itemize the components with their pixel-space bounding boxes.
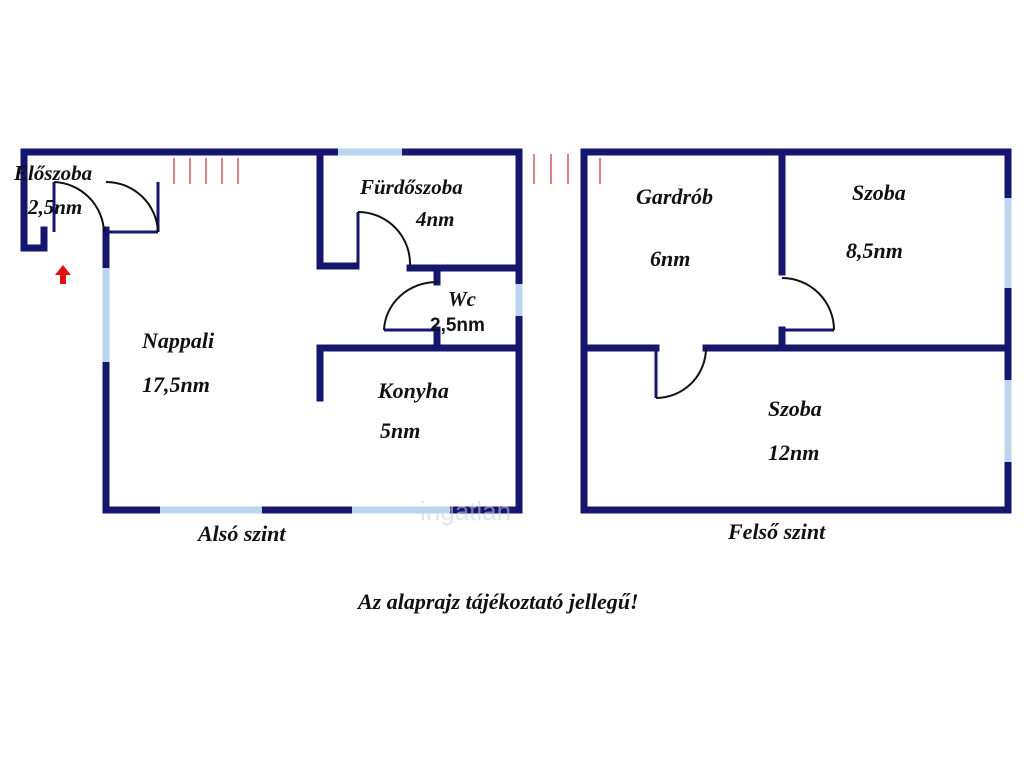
lower-stairs xyxy=(173,158,239,184)
room-name-szoba1: Szoba xyxy=(852,180,906,205)
room-area-eloszoba: 2,5nm xyxy=(27,195,82,219)
room-area-furdoszoba: 4nm xyxy=(415,207,455,231)
level-label-lower: Alsó szint xyxy=(196,521,286,546)
middle-stairs xyxy=(533,154,601,184)
bathroom-door xyxy=(356,211,412,267)
room-name-furdoszoba: Fürdőszoba xyxy=(359,175,463,199)
lower-level-doors xyxy=(52,181,438,332)
room-area-szoba2: 12nm xyxy=(768,440,819,465)
level-label-upper: Felső szint xyxy=(727,519,826,544)
room-area-gardrob: 6nm xyxy=(650,246,690,271)
entrance-arrow-icon xyxy=(55,265,71,284)
room-area-wc: 2,5nm xyxy=(430,315,485,336)
room-area-nappali: 17,5nm xyxy=(142,372,210,397)
room-name-szoba2: Szoba xyxy=(768,396,822,421)
room-name-konyha: Konyha xyxy=(377,378,449,403)
entrance-door xyxy=(105,181,160,234)
lower-level-windows xyxy=(102,148,523,514)
szoba1-door xyxy=(781,277,835,332)
room-name-gardrob: Gardrób xyxy=(636,184,713,209)
upper-level-doors xyxy=(654,277,835,399)
room-name-wc: Wc xyxy=(448,287,477,311)
eloszoba-door xyxy=(52,181,105,233)
watermark: ingatlan xyxy=(420,496,511,526)
gardrob-door xyxy=(654,347,707,399)
room-name-eloszoba: Előszoba xyxy=(13,161,92,185)
room-area-szoba1: 8,5nm xyxy=(846,238,903,263)
disclaimer-text: Az alaprajz tájékoztató jellegű! xyxy=(356,589,639,614)
room-name-nappali: Nappali xyxy=(141,328,215,353)
room-area-konyha: 5nm xyxy=(380,418,420,443)
wc-door xyxy=(383,280,438,332)
